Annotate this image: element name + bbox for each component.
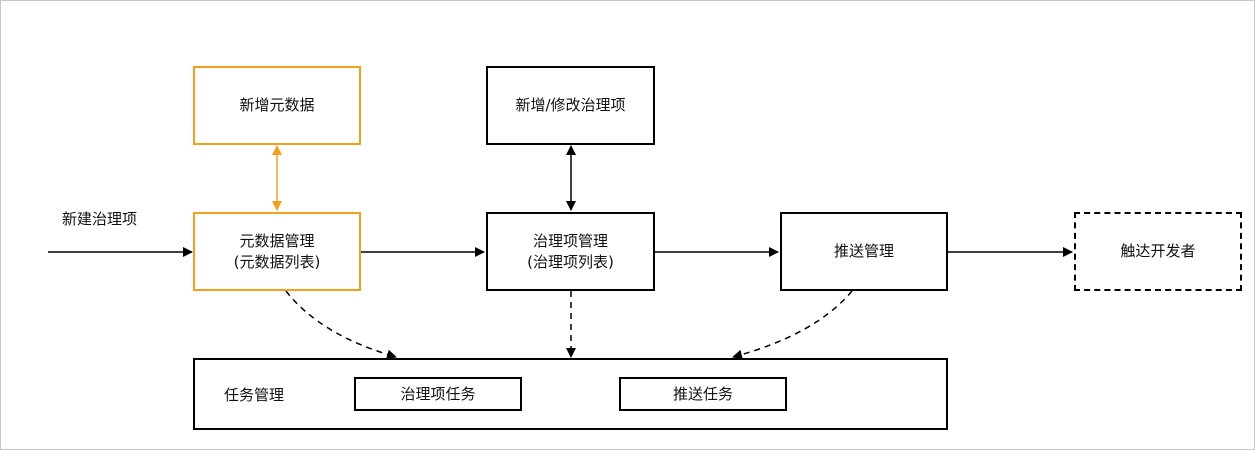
push-management-label: 推送管理 bbox=[833, 242, 894, 260]
reach-developer-box: 触达开发者 bbox=[1074, 212, 1242, 291]
task-management-label: 任务管理 bbox=[224, 386, 285, 404]
metadata-management-box: 元数据管理 (元数据列表) bbox=[193, 212, 361, 291]
items-management-title: 治理项管理 bbox=[532, 231, 608, 250]
push-management-box: 推送管理 bbox=[780, 212, 948, 291]
edit-items-box: 新增/修改治理项 bbox=[486, 66, 655, 145]
add-metadata-label: 新增元数据 bbox=[239, 96, 315, 114]
metadata-management-subtitle: (元数据列表) bbox=[233, 252, 321, 271]
entry-label: 新建治理项 bbox=[62, 210, 138, 228]
add-metadata-box: 新增元数据 bbox=[193, 66, 361, 145]
push-to-task-dashed-arrow bbox=[732, 290, 853, 360]
metadata-to-task-dashed-arrow bbox=[285, 290, 397, 360]
push-task-label: 推送任务 bbox=[672, 384, 733, 403]
push-task-box: 推送任务 bbox=[619, 377, 787, 411]
metadata-management-title: 元数据管理 bbox=[239, 231, 315, 250]
edit-items-label: 新增/修改治理项 bbox=[515, 96, 626, 114]
item-task-box: 治理项任务 bbox=[354, 377, 522, 411]
items-management-box: 治理项管理 (治理项列表) bbox=[486, 212, 655, 291]
item-task-label: 治理项任务 bbox=[400, 384, 476, 403]
task-management-box bbox=[193, 358, 948, 430]
items-management-subtitle: (治理项列表) bbox=[527, 252, 614, 271]
reach-developer-label: 触达开发者 bbox=[1120, 242, 1196, 260]
